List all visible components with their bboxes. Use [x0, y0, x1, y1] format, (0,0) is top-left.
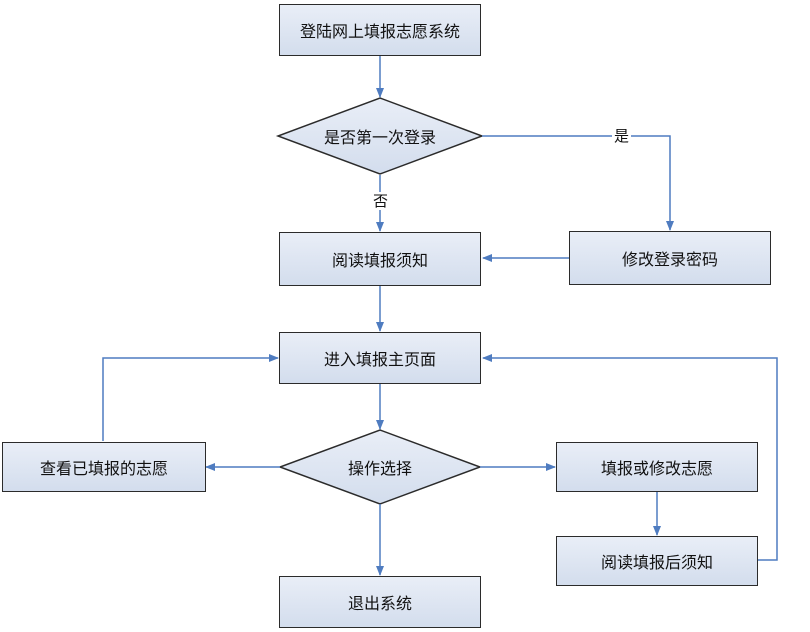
first-login-diamond	[275, 97, 485, 175]
change-password-box: 修改登录密码	[569, 231, 771, 285]
edge-label-no: 否	[371, 192, 391, 210]
view-filled-box: 查看已填报的志愿	[2, 442, 206, 492]
read-after-notice-box: 阅读填报后须知	[556, 536, 758, 586]
edge-view-back-to-main	[102, 354, 279, 441]
change-password-label: 修改登录密码	[621, 250, 718, 269]
main-page-box: 进入填报主页面	[279, 332, 481, 384]
login-label: 登陆网上填报志愿系统	[299, 22, 460, 41]
read-notice-label: 阅读填报须知	[331, 251, 428, 270]
main-page-label: 进入填报主页面	[323, 350, 436, 369]
exit-box: 退出系统	[279, 576, 481, 628]
fill-or-modify-box: 填报或修改志愿	[556, 442, 758, 492]
edge-after-notice-back-to-main	[482, 354, 778, 561]
edge-label-yes: 是	[612, 127, 632, 145]
view-filled-label: 查看已填报的志愿	[39, 459, 168, 478]
fill-or-modify-label: 填报或修改志愿	[600, 459, 713, 478]
first-login-label: 是否第一次登录	[323, 128, 436, 147]
read-notice-box: 阅读填报须知	[279, 232, 481, 286]
choose-action-label: 操作选择	[347, 459, 412, 478]
read-after-notice-label: 阅读填报后须知	[600, 553, 713, 572]
login-box: 登陆网上填报志愿系统	[279, 4, 481, 56]
edge-first-login-yes	[482, 135, 674, 231]
exit-label: 退出系统	[347, 594, 412, 613]
